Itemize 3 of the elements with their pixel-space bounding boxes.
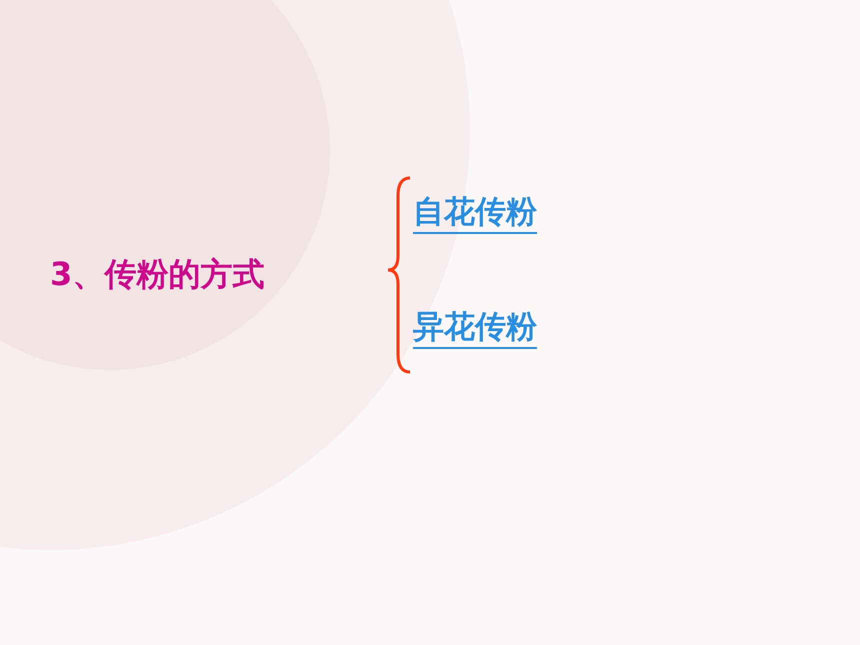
option-text: 自花传粉 [413, 193, 537, 234]
heading-text: 3、传粉的方式 [50, 254, 264, 295]
option-text: 异花传粉 [413, 308, 537, 349]
